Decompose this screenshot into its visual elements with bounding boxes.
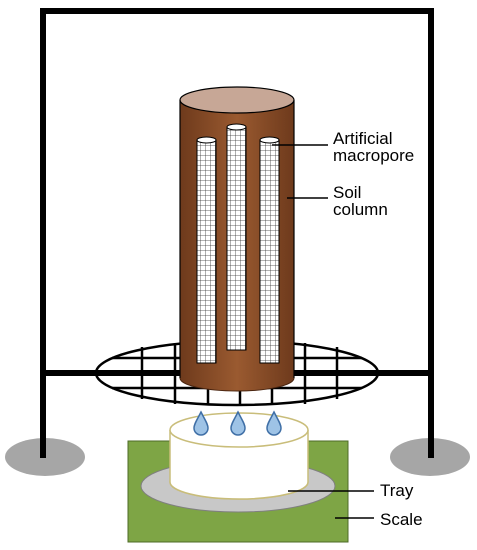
label-soil-line2: column (333, 200, 388, 219)
artificial-macropores (196, 123, 280, 364)
label-scale: Scale (380, 510, 423, 529)
water-drop (193, 410, 209, 436)
label-tray: Tray (380, 481, 414, 500)
macropore-center (226, 123, 247, 351)
macropore-left (196, 136, 217, 364)
water-drop (266, 410, 282, 436)
label-soil-line1: Soil (333, 183, 362, 202)
support-frame (40, 8, 434, 458)
macropore-right (259, 136, 280, 364)
label-macropore-line2: macropore (333, 146, 415, 165)
soil-column-top (179, 86, 295, 114)
label-macropore-line1: Artificial (333, 129, 393, 148)
water-drop (230, 410, 246, 436)
leader-lines (272, 144, 374, 519)
water-drops (193, 410, 282, 436)
